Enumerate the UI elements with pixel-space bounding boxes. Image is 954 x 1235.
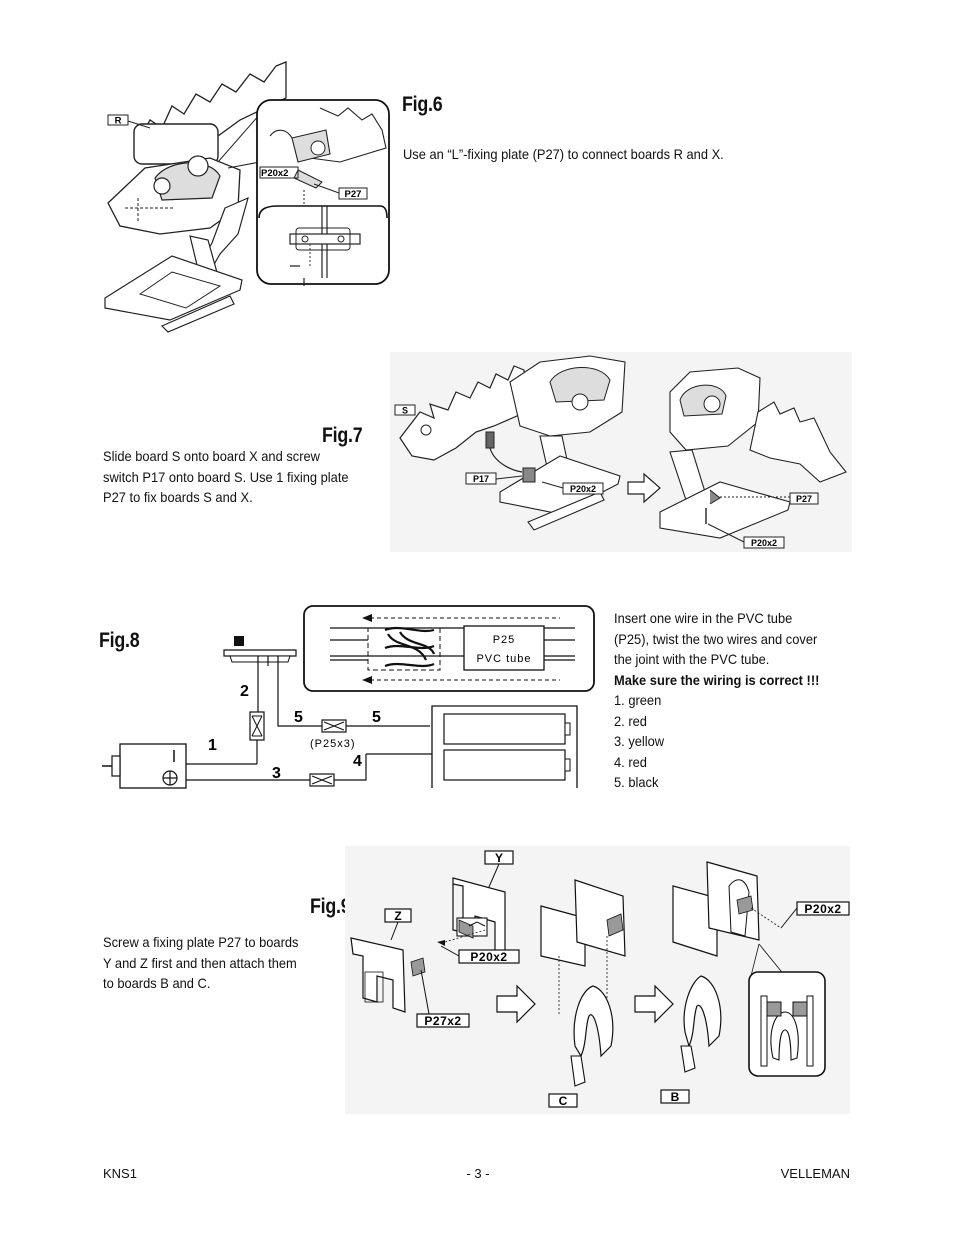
fig9-screw-label-a: P20x2 xyxy=(470,950,507,964)
footer-left: KNS1 xyxy=(103,1166,137,1181)
fig8-text-line-1: Insert one wire in the PVC tube xyxy=(614,610,793,626)
fig8-text-line-3: the joint with the PVC tube. xyxy=(614,651,770,667)
fig8-wire-number-4: 4 xyxy=(353,753,362,770)
wire-list-item: 3. yellow xyxy=(614,733,665,749)
fig8-title: Fig.8 xyxy=(99,629,140,652)
fig9-board-z-label: Z xyxy=(394,909,401,923)
fig7-text-line-1: Slide board S onto board X and screw xyxy=(103,448,320,464)
fig8-wire-number-3: 3 xyxy=(272,765,281,782)
fig6-board-label: R xyxy=(115,116,122,127)
fig8-wire-list: 1. green 2. red 3. yellow 4. red 5. blac… xyxy=(614,690,819,793)
fig9-text-line-3: to boards B and C. xyxy=(103,975,211,991)
fig8-wire-number-5a: 5 xyxy=(294,709,303,726)
wire-list-item: 5. black xyxy=(614,774,659,790)
fig7-screw-label-a: P20x2 xyxy=(570,484,596,494)
fig6-illustration: R P20x2 P27 xyxy=(104,61,390,333)
fig9-illustration: Y Z P20x2 P27x2 C P20x2 B xyxy=(345,846,850,1114)
fig8-tube-code: P25 xyxy=(493,634,516,646)
fig8-wiring-diagram: P25 PVC tube 2 5 5 (P25x3) 4 1 3 xyxy=(102,605,595,789)
fig8-text-line-2: (P25), twist the two wires and cover xyxy=(614,630,818,647)
fig8-warning: Make sure the wiring is correct !!! xyxy=(614,671,820,688)
fig7-text-line-3: P27 to fix boards S and X. xyxy=(103,489,253,505)
fig7-text-line-2: switch P17 onto board S. Use 1 fixing pl… xyxy=(103,468,349,485)
fig6-plate-label: P27 xyxy=(345,189,362,200)
wire-list-item: 2. red xyxy=(614,712,647,729)
page-number: - 3 - xyxy=(466,1166,490,1181)
fig8-tube-qty: (P25x3) xyxy=(310,738,356,750)
fig7-board-label: S xyxy=(402,406,408,416)
fig7-switch-label: P17 xyxy=(473,474,489,484)
footer-right: VELLEMAN xyxy=(780,1166,850,1181)
fig9-board-y-label: Y xyxy=(495,851,503,865)
fig9-plate-label: P27x2 xyxy=(424,1014,461,1028)
fig7-illustration: S P17 P20x2 P27 P20x2 xyxy=(390,352,852,552)
fig6-title: Fig.6 xyxy=(402,93,443,116)
fig9-board-b-label: B xyxy=(671,1090,680,1104)
fig9-title: Fig.9 xyxy=(310,895,351,918)
fig7-screw-label-b: P20x2 xyxy=(751,538,777,548)
fig8-text: Insert one wire in the PVC tube (P25), t… xyxy=(614,608,819,793)
fig8-tube-name: PVC tube xyxy=(476,653,531,665)
fig9-text-line-2: Y and Z first and then attach them xyxy=(103,954,297,971)
wire-list-item: 1. green xyxy=(614,692,662,708)
fig8-wire-number-1: 1 xyxy=(208,737,217,754)
fig7-title: Fig.7 xyxy=(322,424,363,447)
fig7-plate-label: P27 xyxy=(796,494,812,504)
fig9-screw-label-b: P20x2 xyxy=(804,902,841,916)
fig9-text-line-1: Screw a fixing plate P27 to boards xyxy=(103,934,299,950)
fig7-text: Slide board S onto board X and screw swi… xyxy=(103,446,349,508)
wire-list-item: 4. red xyxy=(614,753,647,770)
fig6-screw-label: P20x2 xyxy=(261,168,288,179)
fig9-board-c-label: C xyxy=(559,1094,568,1108)
fig9-text: Screw a fixing plate P27 to boards Y and… xyxy=(103,932,298,994)
fig8-wire-number-2: 2 xyxy=(240,683,249,700)
fig8-wire-number-5b: 5 xyxy=(372,709,381,726)
fig6-text: Use an “L”-fixing plate (P27) to connect… xyxy=(403,146,724,162)
